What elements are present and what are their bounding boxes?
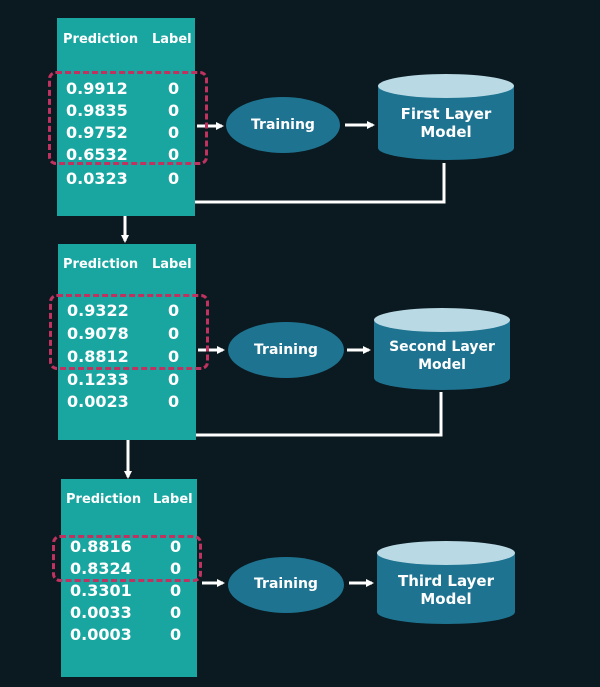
model-label-1-line2: Model (420, 123, 472, 141)
second-layer-model-cylinder (374, 308, 510, 390)
label-cell: 0 (168, 392, 180, 411)
prediction-cell: 0.8812 (67, 347, 129, 366)
prediction-table-2: Prediction Label 0.9322 0 0.9078 0 0.881… (58, 244, 196, 440)
prediction-cell: 0.0023 (67, 392, 129, 411)
label-cell: 0 (168, 169, 180, 188)
prediction-cell: 0.9912 (66, 79, 128, 98)
prediction-cell: 0.9078 (67, 324, 129, 343)
label-cell: 0 (170, 625, 182, 644)
prediction-cell: 0.1233 (67, 370, 129, 389)
training-label-2: Training (254, 342, 318, 358)
label-cell: 0 (168, 145, 180, 164)
model-label-2-line1: Second Layer (389, 339, 495, 355)
label-cell: 0 (170, 559, 182, 578)
training-node-1-shape (226, 97, 340, 153)
prediction-header: Prediction (63, 32, 139, 47)
prediction-table-1: Prediction Label 0.9912 0 0.9835 0 0.975… (57, 18, 195, 216)
label-header: Label (153, 492, 193, 507)
label-header: Label (152, 32, 192, 47)
label-cell: 0 (168, 370, 180, 389)
label-header: Label (152, 257, 192, 272)
training-label-3: Training (254, 576, 318, 592)
training-node-2-shape (228, 322, 344, 378)
label-cell: 0 (168, 79, 180, 98)
prediction-cell: 0.0033 (70, 603, 132, 622)
model-label-3-line1: Third Layer (398, 572, 494, 590)
prediction-cell: 0.0323 (66, 169, 128, 188)
training-label-1: Training (251, 117, 315, 133)
label-cell: 0 (168, 324, 180, 343)
prediction-cell: 0.8816 (70, 537, 132, 556)
arrow-model2-to-table3 (124, 392, 443, 479)
prediction-header: Prediction (66, 492, 142, 507)
prediction-cell: 0.6532 (66, 145, 128, 164)
label-cell: 0 (168, 123, 180, 142)
first-layer-model-cylinder (378, 74, 514, 160)
prediction-cell: 0.3301 (70, 581, 132, 600)
third-layer-model-cylinder (377, 541, 515, 624)
model-label-3-line2: Model (420, 590, 472, 608)
stage-1: Prediction Label 0.9912 0 0.9835 0 0.975… (0, 0, 600, 230)
prediction-header: Prediction (63, 257, 139, 272)
label-cell: 0 (170, 537, 182, 556)
arrow-model1-to-table2 (121, 163, 446, 243)
label-cell: 0 (168, 347, 180, 366)
prediction-table-3: Prediction Label 0.8816 0 0.8324 0 0.330… (61, 479, 197, 677)
label-cell: 0 (168, 301, 180, 320)
label-cell: 0 (170, 581, 182, 600)
prediction-cell: 0.9322 (67, 301, 129, 320)
model-label-2-line2: Model (418, 357, 466, 373)
label-cell: 0 (170, 603, 182, 622)
stage-2: Prediction Label 0.9322 0 0.9078 0 0.881… (49, 244, 495, 440)
training-node-3-shape (228, 557, 344, 613)
highlight-box-2 (49, 294, 209, 370)
prediction-cell: 0.0003 (70, 625, 132, 644)
label-cell: 0 (168, 101, 180, 120)
prediction-cell: 0.8324 (70, 559, 132, 578)
model-label-1-line1: First Layer (400, 105, 492, 123)
highlight-box-1 (48, 71, 208, 165)
prediction-cell: 0.9752 (66, 123, 128, 142)
highlight-box-3 (52, 535, 202, 582)
prediction-cell: 0.9835 (66, 101, 128, 120)
